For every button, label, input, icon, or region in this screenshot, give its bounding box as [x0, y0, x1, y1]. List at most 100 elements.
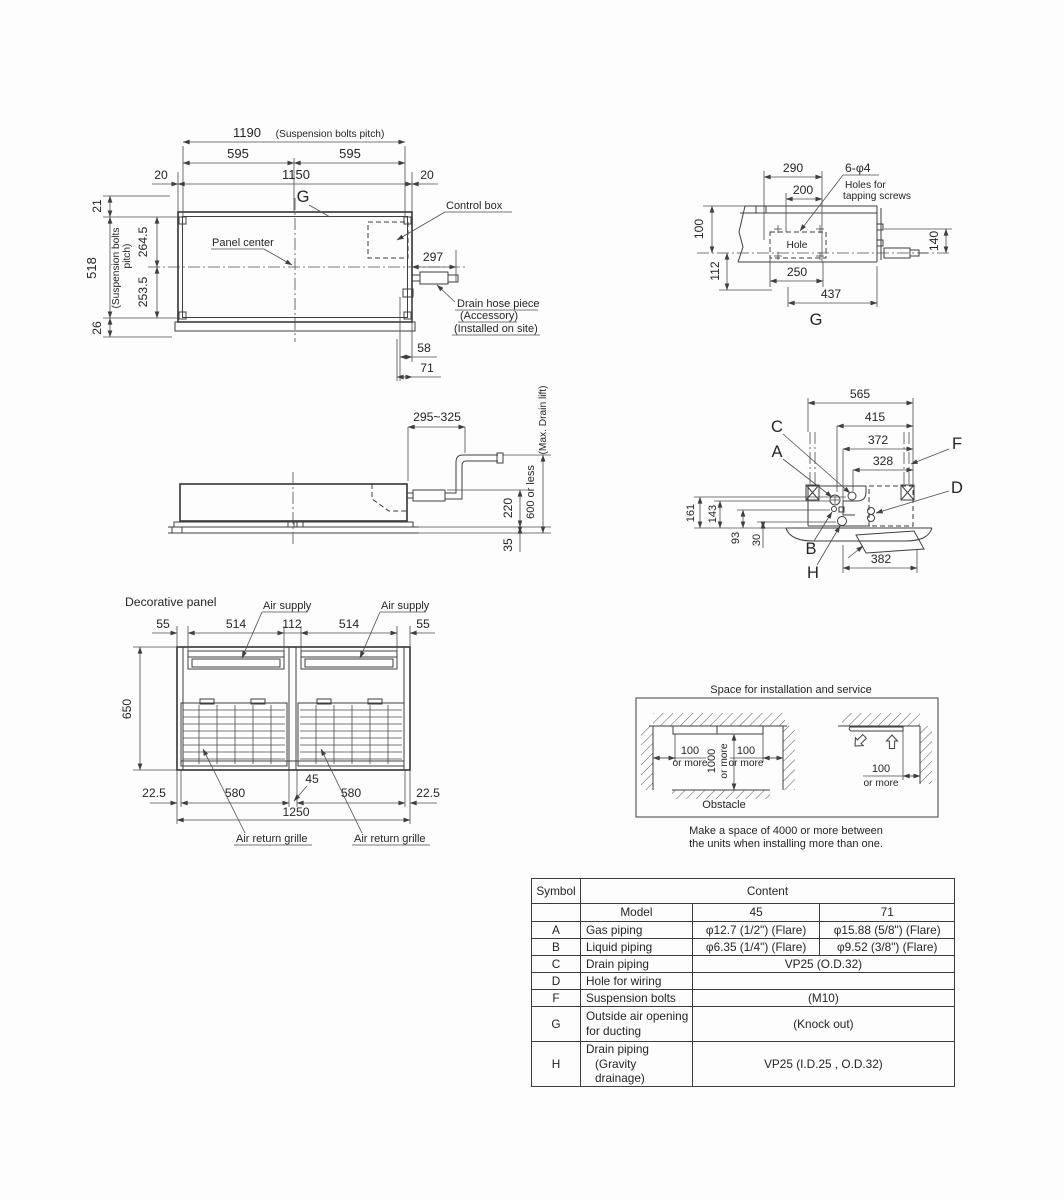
dim-26: 26	[90, 321, 104, 335]
dim-20-right: 20	[420, 168, 434, 182]
item-line-1: Drain piping	[585, 1042, 649, 1056]
item-cell: Liquid piping	[579, 938, 693, 956]
space-100-right: 100	[872, 763, 890, 775]
empty-cell	[531, 903, 581, 922]
symbol-cell: B	[531, 938, 581, 956]
dim-372: 372	[868, 433, 889, 447]
symbol-cell: F	[531, 989, 581, 1007]
table-row: B Liquid piping φ6.35 (1/4") (Flare) φ9.…	[531, 938, 955, 956]
dim-580-left: 580	[225, 786, 246, 800]
dim-1190: 1190	[233, 125, 261, 140]
item-cell: Drain piping (Gravity drainage)	[579, 1040, 693, 1088]
dim-382: 382	[871, 552, 892, 566]
dim-415: 415	[865, 410, 886, 424]
dim-30: 30	[751, 534, 763, 546]
value-45-cell: φ12.7 (1/2") (Flare)	[691, 921, 821, 939]
air-return-grille-section	[855, 530, 925, 554]
value-71-cell: φ15.88 (5/8") (Flare)	[819, 921, 955, 939]
ceiling-unit	[672, 725, 764, 735]
item-cell: Outside air opening for ducting	[579, 1006, 693, 1042]
symbol-a: A	[771, 443, 782, 461]
drain-hose-piece	[399, 271, 459, 381]
dim-518-note2: pitch)	[122, 244, 133, 269]
symbol-cell: C	[531, 955, 581, 973]
drain-pump-hidden	[371, 484, 407, 512]
item-cell: Suspension bolts	[579, 989, 693, 1007]
label-g-plan: G	[297, 188, 310, 206]
dim-21: 21	[90, 199, 104, 213]
symbol-header: Symbol	[531, 878, 581, 904]
dim-580-right: 580	[341, 786, 362, 800]
ceiling-panel	[848, 726, 904, 732]
dim-22-5-right: 22.5	[416, 786, 440, 800]
obstacle-label: Obstacle	[702, 799, 745, 811]
space-100-mid: 100	[737, 745, 755, 757]
dim-1150: 1150	[282, 167, 310, 182]
table-header-row: Symbol Content	[531, 878, 956, 904]
control-box-label: Control box	[446, 200, 503, 212]
air-supply-label-right: Air supply	[381, 600, 430, 612]
knockout-hole-outline	[769, 231, 827, 259]
hole-label: Hole	[787, 240, 808, 251]
value-cell: (Knock out)	[691, 1006, 956, 1042]
dim-295-325: 295~325	[413, 410, 461, 424]
airflow-out-arrow	[850, 732, 869, 751]
unit-end-outline	[807, 485, 870, 527]
dim-250: 250	[787, 265, 808, 279]
dim-71: 71	[420, 361, 434, 375]
dim-437: 437	[821, 287, 842, 301]
dim-220: 220	[501, 498, 515, 519]
dim-20-left: 20	[154, 168, 168, 182]
unit-side-outline	[179, 483, 408, 522]
space-100-left-note: or more	[672, 758, 707, 769]
dim-264-5: 264.5	[136, 227, 150, 258]
dim-55-right: 55	[416, 617, 430, 631]
tapping-screws-note-2: tapping screws	[843, 191, 911, 202]
item-cell: Hole for wiring	[579, 972, 693, 990]
service-space-view: Space for installation and service 100 o…	[635, 684, 939, 850]
label-g-detail: G	[810, 311, 823, 329]
table-row: G Outside air opening for ducting (Knock…	[531, 1006, 956, 1042]
service-space-frame	[635, 697, 939, 818]
control-box-outline	[367, 221, 409, 259]
suspension-bracket	[178, 216, 187, 225]
panel-title: Decorative panel	[125, 595, 216, 609]
table-row: C Drain piping VP25 (O.D.32)	[531, 955, 956, 973]
dim-297: 297	[423, 250, 444, 264]
suspension-bolt-brackets	[805, 484, 915, 501]
dim-600-or-less: 600 or less	[525, 465, 537, 519]
value-cell: (M10)	[691, 989, 956, 1007]
dim-1250: 1250	[282, 805, 309, 819]
symbol-cell: G	[531, 1006, 581, 1042]
service-note-1: Make a space of 4000 or more between	[689, 825, 883, 837]
model-label: Model	[579, 903, 693, 922]
symbol-f: F	[952, 435, 962, 453]
symbol-d: D	[951, 479, 963, 497]
item-line-1: Outside air opening	[585, 1009, 689, 1024]
air-supply-slot-right	[300, 650, 398, 670]
air-supply-slot-left	[187, 650, 285, 670]
space-1000-note: or more	[719, 743, 730, 778]
dim-595-right: 595	[339, 146, 361, 161]
model-45: 45	[691, 903, 821, 922]
dim-112: 112	[708, 261, 722, 281]
symbol-cell: H	[531, 1040, 581, 1088]
value-71-cell: φ9.52 (3/8") (Flare)	[819, 938, 955, 956]
dim-200: 200	[793, 183, 814, 197]
symbol-cell: D	[531, 972, 581, 990]
drain-hose-label-3: (Installed on site)	[454, 323, 538, 335]
space-100-right-note: or more	[863, 778, 898, 789]
drain-hose-label-2: (Accessory)	[460, 310, 518, 322]
item-cell: Drain piping	[579, 955, 693, 973]
value-cell: VP25 (I.D.25 , O.D.32)	[691, 1040, 956, 1088]
tapping-screws-note-1: Holes for	[845, 180, 886, 191]
symbol-cell: A	[531, 921, 581, 939]
symbol-c: C	[771, 418, 783, 436]
dim-328: 328	[873, 454, 894, 468]
dim-58: 58	[417, 341, 431, 355]
item-line-2: (Gravity drainage)	[594, 1056, 645, 1086]
dim-514-right: 514	[339, 617, 360, 631]
dim-518: 518	[84, 257, 99, 279]
hole-center-marks	[774, 225, 824, 260]
